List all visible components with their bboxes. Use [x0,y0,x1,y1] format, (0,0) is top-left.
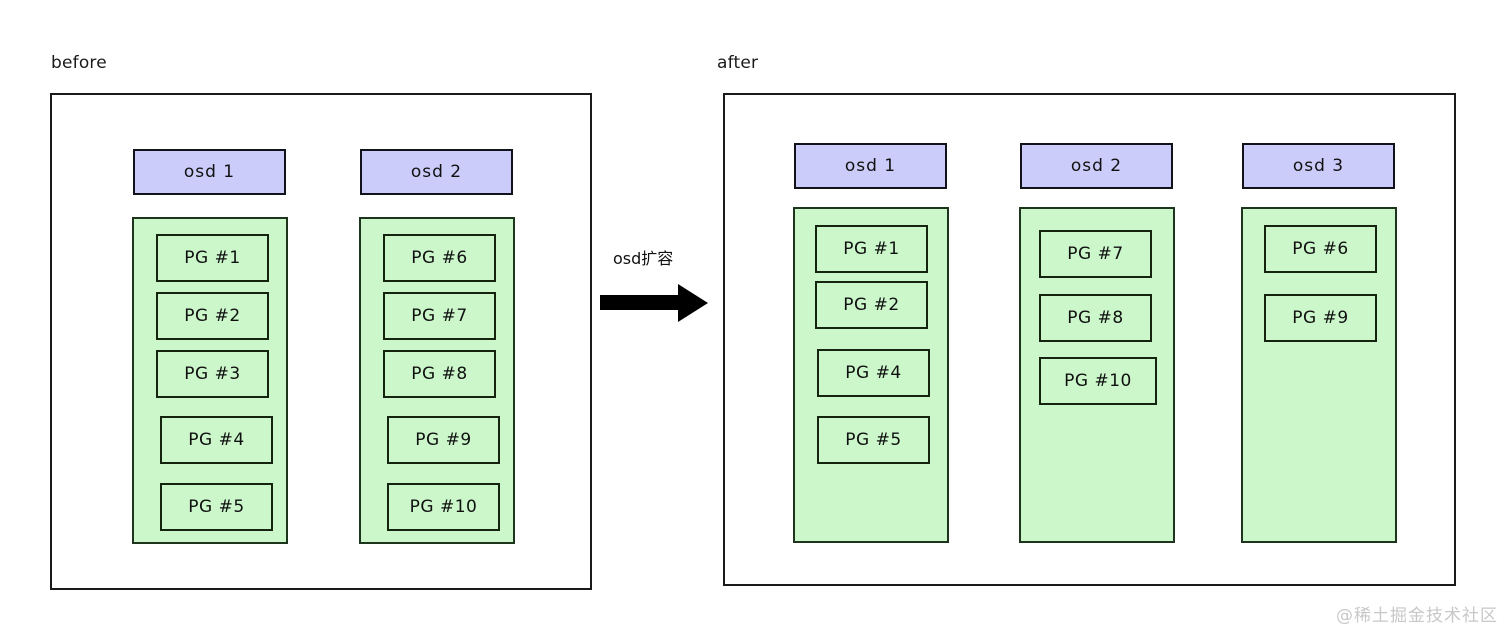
pg-box[interactable]: PG #4 [817,349,930,397]
pg-box[interactable]: PG #7 [383,292,496,340]
pg-container-after-2: PG #7 PG #8 PG #10 [1019,207,1175,543]
pg-box[interactable]: PG #6 [1264,225,1377,273]
pg-container-before-2: PG #6 PG #7 PG #8 PG #9 PG #10 [359,217,515,544]
pg-box[interactable]: PG #9 [1264,294,1377,342]
osd-header-before-2[interactable]: osd 2 [360,149,513,195]
pg-container-before-1: PG #1 PG #2 PG #3 PG #4 PG #5 [132,217,288,544]
arrow-right-icon [600,284,708,322]
pg-box[interactable]: PG #8 [383,350,496,398]
pg-box[interactable]: PG #10 [387,483,500,531]
after-label: after [717,53,759,73]
pg-box[interactable]: PG #6 [383,234,496,282]
pg-box[interactable]: PG #1 [156,234,269,282]
pg-box[interactable]: PG #10 [1039,357,1157,405]
pg-box[interactable]: PG #4 [160,416,273,464]
watermark: @稀土掘金技术社区 [1336,606,1498,626]
pg-box[interactable]: PG #9 [387,416,500,464]
pg-box[interactable]: PG #7 [1039,230,1152,278]
pg-box[interactable]: PG #2 [156,292,269,340]
pg-box[interactable]: PG #8 [1039,294,1152,342]
pg-box[interactable]: PG #5 [160,483,273,531]
osd-header-after-2[interactable]: osd 2 [1020,143,1173,189]
before-panel: osd 1 PG #1 PG #2 PG #3 PG #4 PG #5 osd … [50,93,592,590]
osd-header-after-1[interactable]: osd 1 [794,143,947,189]
transition-arrow [600,282,710,324]
pg-box[interactable]: PG #2 [815,281,928,329]
before-label: before [51,53,107,73]
pg-box[interactable]: PG #5 [817,416,930,464]
osd-header-before-1[interactable]: osd 1 [133,149,286,195]
pg-container-after-1: PG #1 PG #2 PG #4 PG #5 [793,207,949,543]
transition-label: osd扩容 [613,249,674,268]
osd-header-after-3[interactable]: osd 3 [1242,143,1395,189]
pg-box[interactable]: PG #1 [815,225,928,273]
after-panel: osd 1 PG #1 PG #2 PG #4 PG #5 osd 2 PG #… [723,93,1456,586]
pg-container-after-3: PG #6 PG #9 [1241,207,1397,543]
pg-box[interactable]: PG #3 [156,350,269,398]
